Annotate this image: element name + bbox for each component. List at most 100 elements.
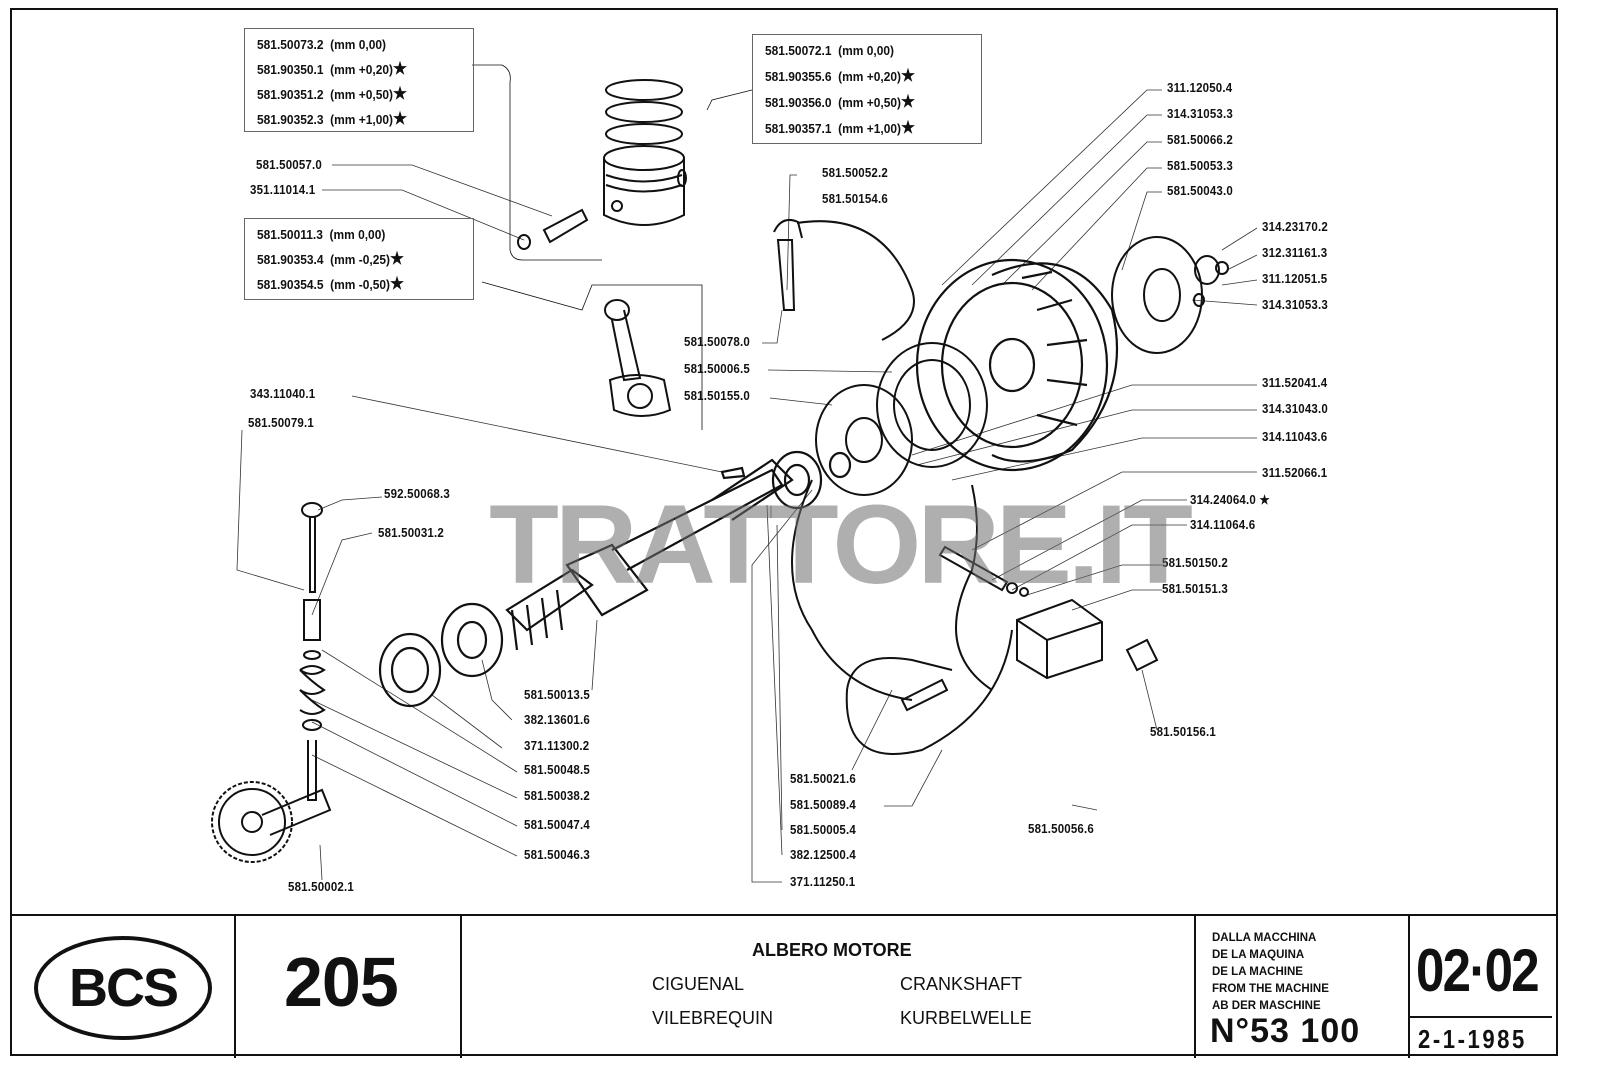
stator <box>876 342 988 468</box>
part-label: 581.50053.3 <box>1167 159 1233 173</box>
part-label: 581.50057.0 <box>256 158 322 172</box>
valve-assembly <box>299 502 326 801</box>
part-label: 314.11043.6 <box>1262 430 1328 444</box>
part-label: 382.13601.6 <box>524 713 590 727</box>
table-row: 581.50073.2 (mm 0,00) <box>257 37 387 52</box>
part-label: 581.50013.5 <box>524 688 590 702</box>
part-label: 311.52041.4 <box>1262 376 1328 390</box>
title-fr: VILEBREQUIN <box>652 1008 774 1028</box>
part-label: 581.50046.3 <box>524 848 590 862</box>
title-es: CIGUENAL <box>652 974 745 994</box>
star-icon: ★ <box>393 109 408 128</box>
piston-rings <box>605 79 683 145</box>
title-block: BCS 205 ALBERO MOTORE CIGUENAL CRANKSHAF… <box>10 914 1558 1058</box>
part-label: 311.52066.1 <box>1262 466 1328 480</box>
star-icon: ★ <box>393 59 408 78</box>
part-label: 581.50021.6 <box>790 772 856 786</box>
part-label: 581.50089.4 <box>790 798 856 812</box>
part-label: 581.50005.4 <box>790 823 856 837</box>
star-icon: ★ <box>389 249 405 268</box>
table-row: 581.90356.0 (mm +0,50)★ <box>765 92 916 111</box>
ignition-coil <box>791 479 1159 755</box>
part-label: 314.31053.3 <box>1167 107 1233 121</box>
table-row: 581.50011.3 (mm 0,00) <box>257 227 386 242</box>
ring-size-table: 581.50072.1 (mm 0,00) 581.90355.6 (mm +0… <box>752 34 982 144</box>
part-label: 382.12500.4 <box>790 848 856 862</box>
model-cell: 205 <box>236 916 462 1058</box>
piston-size-table: 581.50073.2 (mm 0,00) 581.90350.1 (mm +0… <box>244 28 474 132</box>
part-label: 581.50002.1 <box>288 880 354 894</box>
part-label: 371.11300.2 <box>524 739 590 753</box>
table-row: 581.90351.2 (mm +0,50)★ <box>257 84 408 103</box>
drawing-sheet: 581.50073.2 (mm 0,00) 581.90350.1 (mm +0… <box>10 8 1558 1056</box>
table-row: 581.50072.1 (mm 0,00) <box>765 43 895 58</box>
part-label: 314.23170.2 <box>1262 220 1328 234</box>
part-label: 581.50155.0 <box>684 389 750 403</box>
part-label: 314.24064.0 ★ <box>1190 493 1270 507</box>
part-label: 581.50150.2 <box>1162 556 1228 570</box>
part-label: 312.31161.3 <box>1262 246 1328 260</box>
flywheel <box>915 258 1119 472</box>
page-title: ALBERO MOTORE <box>752 940 912 960</box>
table-row: 581.90354.5 (mm -0,50)★ <box>257 274 405 293</box>
table-row: 581.90352.3 (mm +1,00)★ <box>257 109 408 128</box>
part-label: 311.12050.4 <box>1167 81 1233 95</box>
part-label: 581.50047.4 <box>524 818 590 832</box>
part-label: 592.50068.3 <box>384 487 450 501</box>
part-label: 581.50066.2 <box>1167 133 1233 147</box>
camshaft-gear <box>211 781 332 863</box>
part-label: 581.50052.2 <box>822 166 888 180</box>
connecting-rod <box>604 299 672 417</box>
star-icon: ★ <box>389 274 405 293</box>
part-label: 581.50006.5 <box>684 362 750 376</box>
watermark: TRATTORE.IT <box>489 482 1193 607</box>
logo-cell: BCS <box>10 916 236 1058</box>
piston <box>603 145 687 226</box>
bearings <box>378 450 852 708</box>
part-label: 581.50056.6 <box>1028 822 1094 836</box>
star-icon: ★ <box>901 118 916 137</box>
star-icon: ★ <box>901 92 916 111</box>
part-label: 314.31053.3 <box>1262 298 1328 312</box>
title-en: CRANKSHAFT <box>900 974 1023 994</box>
leader-lines <box>236 89 1258 883</box>
brand-logo: BCS <box>34 936 212 1040</box>
title-cell: ALBERO MOTORE CIGUENAL CRANKSHAFT VILEBR… <box>462 916 1196 1058</box>
part-label: 581.50031.2 <box>378 526 444 540</box>
part-label: 581.50043.0 <box>1167 184 1233 198</box>
crankshaft <box>505 458 794 651</box>
part-label: 581.50048.5 <box>524 763 590 777</box>
star-icon: ★ <box>901 66 916 85</box>
part-label: 351.11014.1 <box>250 183 316 197</box>
part-label: 371.11250.1 <box>790 875 856 889</box>
sheet-number: 02·02 <box>1416 937 1540 1004</box>
title-de: KURBELWELLE <box>900 1008 1032 1028</box>
model-number: 205 <box>284 943 399 1021</box>
date-box: 2-1-1985 <box>1410 1016 1552 1060</box>
machine-cell: DALLA MACCHINA DE LA MAQUINA DE LA MACHI… <box>1196 916 1410 1058</box>
table-row: 581.90353.4 (mm -0,25)★ <box>257 249 405 268</box>
flange <box>815 384 913 496</box>
exploded-parts-diagram <box>211 64 1258 883</box>
sheet-cell: 02·02 2-1-1985 <box>1410 916 1558 1058</box>
part-label: 343.11040.1 <box>250 387 316 401</box>
from-machine-label: DALLA MACCHINA DE LA MAQUINA DE LA MACHI… <box>1212 932 1329 1012</box>
piston-pin <box>517 208 589 250</box>
star-icon: ★ <box>393 84 408 103</box>
part-label: 581.50079.1 <box>248 416 314 430</box>
pulley-cover <box>1111 236 1229 354</box>
part-label: 314.31043.0 <box>1262 402 1328 416</box>
part-label: 581.50078.0 <box>684 335 750 349</box>
part-label: 581.50038.2 <box>524 789 590 803</box>
issue-date: 2-1-1985 <box>1418 1024 1527 1054</box>
part-label: 314.11064.6 <box>1190 518 1256 532</box>
part-label: 581.50156.1 <box>1150 725 1216 739</box>
part-label: 581.50151.3 <box>1162 582 1228 596</box>
table-row: 581.90355.6 (mm +0,20)★ <box>765 66 916 85</box>
part-label: 581.50154.6 <box>822 192 888 206</box>
machine-number: N°53 100 <box>1210 1012 1361 1050</box>
spark-plug-cap <box>773 219 915 341</box>
table-row: 581.90350.1 (mm +0,20)★ <box>257 59 408 78</box>
conrod-size-table: 581.50011.3 (mm 0,00) 581.90353.4 (mm -0… <box>244 218 474 300</box>
table-row: 581.90357.1 (mm +1,00)★ <box>765 118 916 137</box>
